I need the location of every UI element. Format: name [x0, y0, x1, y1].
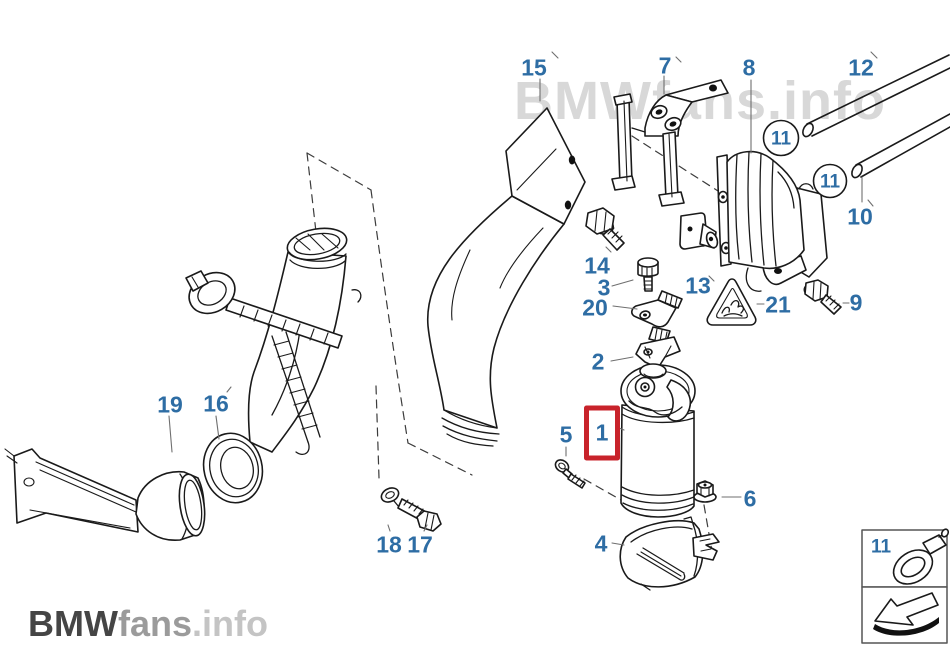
part-label-15[interactable]: 15 — [521, 54, 547, 81]
part-label-13[interactable]: 13 — [685, 272, 711, 299]
bracket-20 — [631, 290, 683, 328]
part-label-14[interactable]: 14 — [584, 252, 610, 279]
part-label-11a[interactable]: 11 — [770, 128, 792, 150]
part-label-16[interactable]: 16 — [203, 390, 229, 417]
part-label-10[interactable]: 10 — [847, 203, 873, 230]
sensor-13 — [679, 212, 719, 250]
bolt-3 — [637, 257, 659, 292]
legend-part-label-11[interactable]: 11 — [870, 536, 892, 558]
washer-18 — [380, 487, 400, 508]
logo-bmw: BMW — [28, 603, 118, 644]
filter-heater-housing — [716, 150, 828, 292]
part-label-11b[interactable]: 11 — [819, 171, 841, 193]
part-label-9[interactable]: 9 — [849, 289, 863, 316]
nut-6 — [693, 480, 717, 503]
hose-clamp-bracket — [185, 270, 343, 456]
hose-clamp-icon — [892, 528, 950, 585]
part-label-2[interactable]: 2 — [591, 348, 605, 375]
direction-arrow-icon — [873, 592, 939, 636]
part-label-6[interactable]: 6 — [743, 485, 757, 512]
center-air-duct — [427, 107, 586, 447]
highlighted-part-box — [584, 405, 620, 461]
part-label-12[interactable]: 12 — [848, 54, 874, 81]
dashed-plane — [306, 152, 473, 479]
fuel-filter — [620, 363, 696, 518]
intake-boot — [202, 432, 264, 504]
part-label-21[interactable]: 21 — [765, 291, 791, 318]
part-label-18[interactable]: 18 — [376, 531, 402, 558]
filter-clamp — [619, 516, 720, 591]
legend — [861, 528, 950, 644]
part-label-20[interactable]: 20 — [582, 294, 608, 321]
part-label-4[interactable]: 4 — [594, 530, 608, 557]
logo-fans: fans — [117, 603, 192, 644]
part-label-8[interactable]: 8 — [742, 54, 756, 81]
intake-hose — [247, 227, 362, 453]
mounting-bracket — [611, 79, 729, 207]
watermark: BMWfans.info — [514, 71, 886, 131]
part-label-3[interactable]: 3 — [597, 274, 611, 301]
pipe-10 — [851, 113, 950, 179]
screw-5 — [554, 459, 586, 489]
part-label-5[interactable]: 5 — [559, 421, 573, 448]
callout-circle-11b — [812, 163, 848, 199]
site-logo: BMWfans.info — [28, 606, 268, 642]
bolt-14 — [585, 207, 625, 251]
logo-info: .info — [192, 603, 268, 644]
callout-circle-11a — [762, 119, 800, 157]
bolt-9 — [803, 279, 842, 315]
pipe-12 — [802, 54, 950, 138]
bolt-17 — [397, 498, 442, 532]
leader-lines — [168, 51, 878, 546]
bracket-2 — [635, 326, 681, 369]
warning-triangle — [706, 278, 757, 326]
part-label-1[interactable]: 1 — [595, 419, 609, 446]
part-label-17[interactable]: 17 — [407, 531, 433, 558]
part-label-19[interactable]: 19 — [157, 391, 183, 418]
intake-snorkel — [4, 448, 206, 541]
part-label-7[interactable]: 7 — [658, 52, 672, 79]
